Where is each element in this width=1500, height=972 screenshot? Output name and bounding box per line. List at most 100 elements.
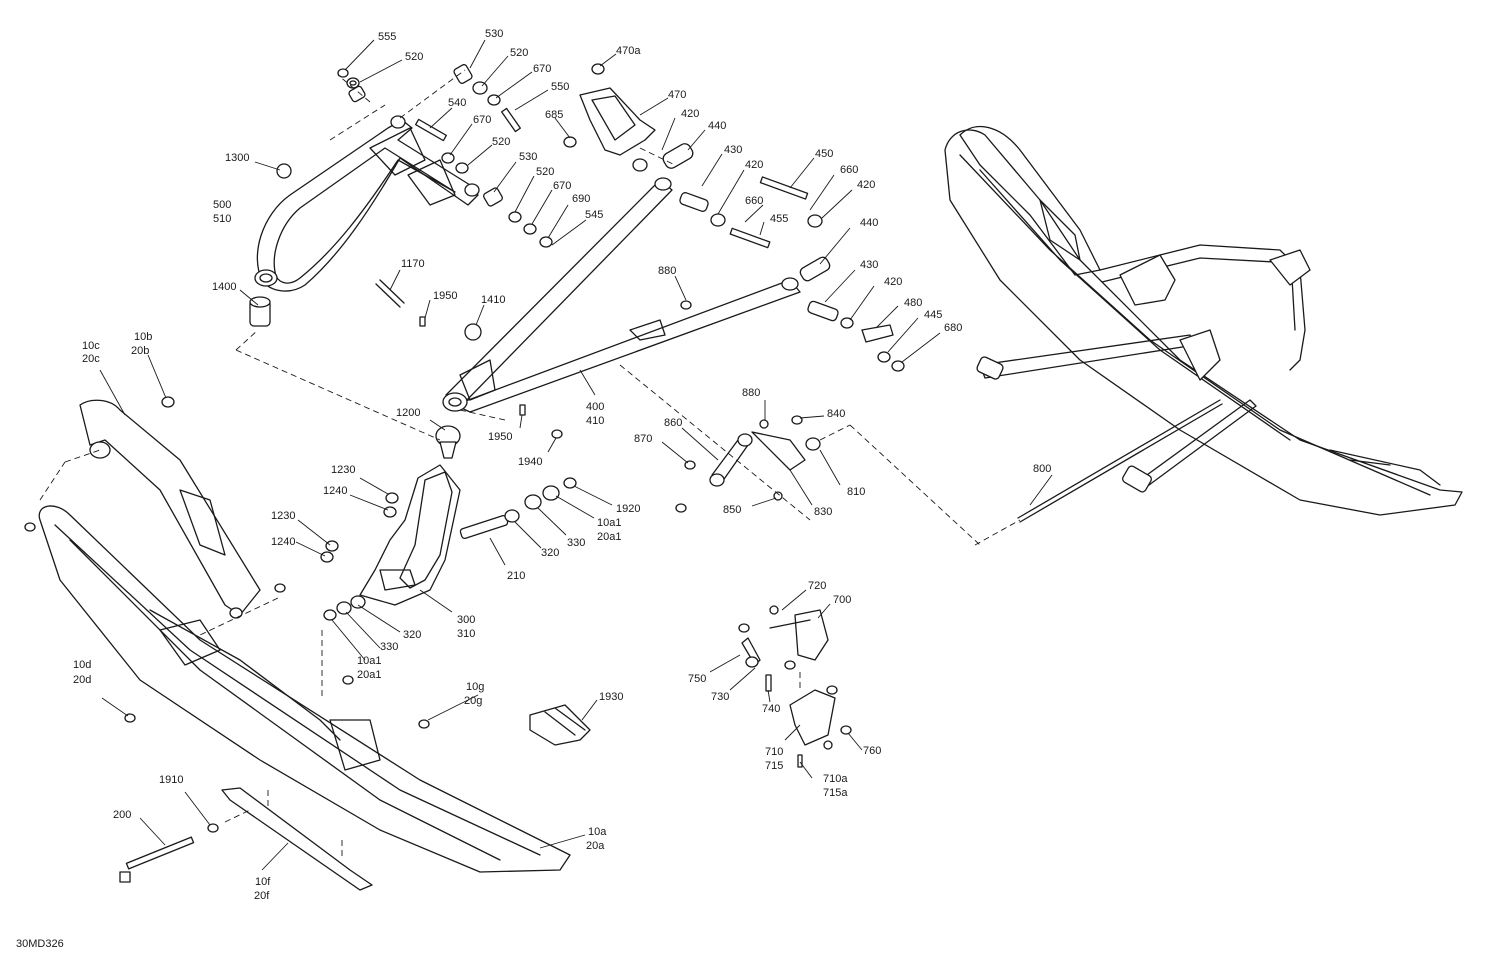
callout-1910: 1910 xyxy=(159,774,183,786)
callout-1240: 1240 xyxy=(271,536,295,548)
callout-10a1: 10a1 xyxy=(597,517,621,529)
callout-685: 685 xyxy=(545,109,563,121)
callout-530: 530 xyxy=(519,151,537,163)
callout-840: 840 xyxy=(827,408,845,420)
callout-520: 520 xyxy=(536,166,554,178)
drawing-code: 30MD326 xyxy=(16,938,64,950)
callout-labels: 555 520 530 520 670 470a 550 470 540 670… xyxy=(73,28,1051,902)
callout-20a1: 20a1 xyxy=(597,531,621,543)
callout-20g: 20g xyxy=(464,695,482,707)
callout-320: 320 xyxy=(541,547,559,559)
callout-740: 740 xyxy=(762,703,780,715)
callout-880: 880 xyxy=(658,265,676,277)
callout-850: 850 xyxy=(723,504,741,516)
callout-870: 870 xyxy=(634,433,652,445)
callout-1300: 1300 xyxy=(225,152,249,164)
leader-lines xyxy=(99,39,1053,871)
callout-670: 670 xyxy=(473,114,491,126)
callout-1240: 1240 xyxy=(323,485,347,497)
callout-310: 310 xyxy=(457,628,475,640)
callout-710a: 710a xyxy=(823,773,848,785)
callout-700: 700 xyxy=(833,594,851,606)
callout-470: 470 xyxy=(668,89,686,101)
callout-670: 670 xyxy=(553,180,571,192)
spindle-300 xyxy=(320,464,577,621)
callout-1230: 1230 xyxy=(331,464,355,476)
callout-330: 330 xyxy=(380,641,398,653)
upper-a-arm xyxy=(254,115,480,292)
ski-left xyxy=(24,396,571,891)
callout-210: 210 xyxy=(507,570,525,582)
callout-200: 200 xyxy=(113,809,131,821)
callout-430: 430 xyxy=(724,144,742,156)
callout-520: 520 xyxy=(492,136,510,148)
callout-10d: 10d xyxy=(73,659,91,671)
callout-330: 330 xyxy=(567,537,585,549)
callout-1930: 1930 xyxy=(599,691,623,703)
callout-410: 410 xyxy=(586,415,604,427)
callout-1940: 1940 xyxy=(518,456,542,468)
callout-1230: 1230 xyxy=(271,510,295,522)
callout-1200: 1200 xyxy=(396,407,420,419)
callout-830: 830 xyxy=(814,506,832,518)
callout-300: 300 xyxy=(457,614,475,626)
callout-715: 715 xyxy=(765,760,783,772)
callout-455: 455 xyxy=(770,213,788,225)
lower-a-arm xyxy=(442,143,905,439)
upper-arm-hardware xyxy=(249,64,553,341)
alignment-lines xyxy=(39,69,1021,860)
callout-10a1: 10a1 xyxy=(357,655,381,667)
callout-10c: 10c xyxy=(82,340,100,352)
callout-715a: 715a xyxy=(823,787,848,799)
callout-660: 660 xyxy=(840,164,858,176)
bracket-470 xyxy=(563,63,656,172)
callout-545: 545 xyxy=(585,209,603,221)
callout-510: 510 xyxy=(213,213,231,225)
sensor-700 xyxy=(738,605,852,768)
callout-1950: 1950 xyxy=(433,290,457,302)
callout-10f: 10f xyxy=(255,876,271,888)
callout-1410: 1410 xyxy=(481,294,505,306)
callout-555: 555 xyxy=(378,31,396,43)
callout-500: 500 xyxy=(213,199,231,211)
callout-1920: 1920 xyxy=(616,503,640,515)
callout-880: 880 xyxy=(742,387,760,399)
callout-320: 320 xyxy=(403,629,421,641)
callout-860: 860 xyxy=(664,417,682,429)
callout-20c: 20c xyxy=(82,353,100,365)
callout-10a: 10a xyxy=(588,826,607,838)
callout-550: 550 xyxy=(551,81,569,93)
callout-10b: 10b xyxy=(134,331,152,343)
callout-520: 520 xyxy=(510,47,528,59)
callout-430: 430 xyxy=(860,259,878,271)
callout-670: 670 xyxy=(533,63,551,75)
callout-720: 720 xyxy=(808,580,826,592)
callout-440: 440 xyxy=(708,120,726,132)
callout-680: 680 xyxy=(944,322,962,334)
callout-450: 450 xyxy=(815,148,833,160)
callout-530: 530 xyxy=(485,28,503,40)
link-860 xyxy=(675,415,821,513)
callout-20d: 20d xyxy=(73,674,91,686)
callout-20a: 20a xyxy=(586,840,605,852)
ball-joint-1200 xyxy=(435,425,461,459)
callout-800: 800 xyxy=(1033,463,1051,475)
callout-440: 440 xyxy=(860,217,878,229)
callout-10g: 10g xyxy=(466,681,484,693)
callout-20a1: 20a1 xyxy=(357,669,381,681)
callout-710: 710 xyxy=(765,746,783,758)
callout-690: 690 xyxy=(572,193,590,205)
callout-20b: 20b xyxy=(131,345,149,357)
callout-1950: 1950 xyxy=(488,431,512,443)
callout-420: 420 xyxy=(745,159,763,171)
pad-1930 xyxy=(529,704,591,746)
callout-810: 810 xyxy=(847,486,865,498)
callout-420: 420 xyxy=(884,276,902,288)
callout-420: 420 xyxy=(857,179,875,191)
callout-730: 730 xyxy=(711,691,729,703)
callout-20f: 20f xyxy=(254,890,270,902)
callout-470a: 470a xyxy=(616,45,641,57)
callout-420: 420 xyxy=(681,108,699,120)
